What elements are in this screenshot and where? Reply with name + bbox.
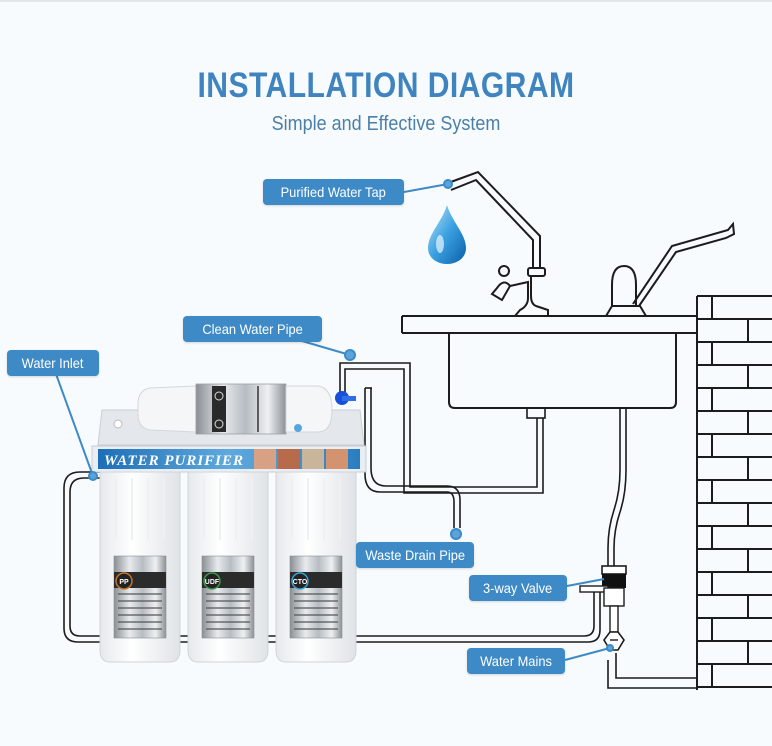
page-title: INSTALLATION DIAGRAM bbox=[197, 66, 575, 105]
purified-water-faucet bbox=[447, 170, 549, 317]
callout-lines bbox=[55, 179, 614, 661]
kitchen-faucet bbox=[605, 221, 736, 317]
cartridge-code: CTO bbox=[293, 579, 308, 586]
label-water-inlet: Water Inlet bbox=[7, 350, 99, 376]
filter-housing-cto: CTO bbox=[275, 471, 357, 663]
post-carbon-filter bbox=[137, 383, 333, 435]
purifier-banner-text: WATER PURIFIER bbox=[104, 453, 244, 469]
label-text: Water Mains bbox=[480, 653, 552, 669]
filter-housing-pp: PP bbox=[99, 471, 181, 663]
label-text: 3-way Valve bbox=[483, 580, 553, 596]
pipes bbox=[63, 362, 697, 689]
label-text: Clean Water Pipe bbox=[202, 321, 303, 337]
label-text: Water Inlet bbox=[22, 355, 84, 371]
sink-basin bbox=[448, 333, 677, 409]
cartridge-label bbox=[113, 555, 167, 639]
cartridge-code: PP bbox=[119, 579, 129, 586]
filter-housing-udf: UDF bbox=[187, 471, 269, 663]
top-border bbox=[0, 0, 772, 2]
label-three-way-valve: 3-way Valve bbox=[469, 575, 567, 601]
drop-highlight bbox=[436, 235, 444, 253]
cartridge-label bbox=[201, 555, 255, 639]
label-text: Waste Drain Pipe bbox=[365, 547, 465, 563]
brick-wall bbox=[696, 295, 772, 690]
label-waste-drain-pipe: Waste Drain Pipe bbox=[356, 542, 474, 568]
label-purified-water-tap: Purified Water Tap bbox=[263, 179, 404, 205]
label-clean-water-pipe: Clean Water Pipe bbox=[183, 316, 322, 342]
label-text: Purified Water Tap bbox=[280, 184, 387, 200]
water-purifier-unit: WATER PURIFIER PP UDF CTO bbox=[91, 383, 367, 663]
page-subtitle: Simple and Effective System bbox=[271, 113, 501, 135]
label-water-mains: Water Mains bbox=[467, 648, 565, 674]
water-drop-icon bbox=[428, 205, 466, 264]
cartridge-label bbox=[289, 555, 343, 639]
cartridge-code: UDF bbox=[205, 579, 220, 586]
countertop bbox=[401, 315, 697, 334]
